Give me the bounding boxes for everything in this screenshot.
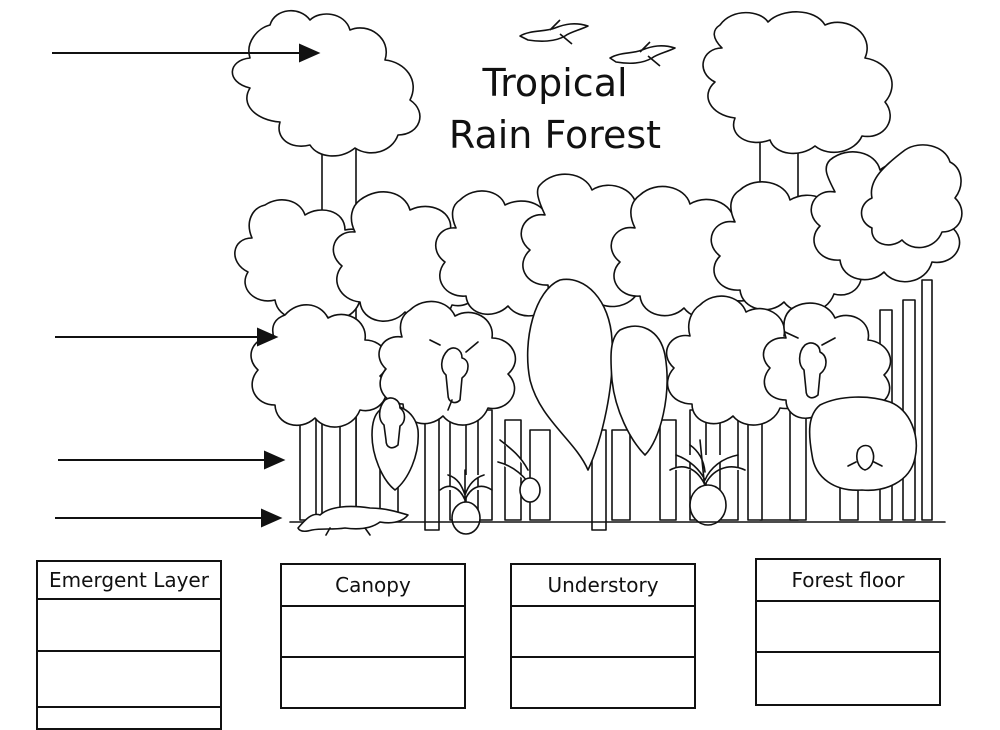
answer-cell[interactable] — [38, 708, 220, 728]
answer-cell[interactable] — [282, 658, 464, 707]
frog-icon — [847, 444, 883, 471]
answer-cell[interactable] — [282, 607, 464, 658]
canopy-label: Canopy — [282, 565, 464, 607]
answer-cell[interactable] — [512, 607, 694, 658]
emergent-layer-box: Emergent Layer — [36, 560, 222, 730]
monkey-icon — [378, 331, 836, 449]
answer-cell[interactable] — [38, 652, 220, 708]
layer-arrows — [52, 43, 321, 528]
understory-box: Understory — [510, 563, 696, 709]
forest-floor-label: Forest floor — [757, 560, 939, 602]
emergent-tree-right — [702, 11, 893, 155]
diagram-title-line1: Tropical — [482, 61, 628, 105]
arrow-right-icon — [55, 327, 279, 347]
bird-icon — [519, 19, 676, 67]
answer-cell[interactable] — [38, 600, 220, 652]
answer-cell[interactable] — [757, 602, 939, 653]
bromeliad-icon — [439, 439, 746, 535]
emergent-tree-left — [231, 10, 421, 157]
diagram-title-line2: Rain Forest — [448, 113, 662, 157]
canopy-crowns — [234, 144, 963, 324]
answer-cell[interactable] — [757, 653, 939, 704]
arrow-right-icon — [55, 508, 283, 528]
arrow-right-icon — [58, 450, 286, 470]
forest-floor-box: Forest floor — [755, 558, 941, 706]
canopy-box: Canopy — [280, 563, 466, 709]
answer-cell[interactable] — [512, 658, 694, 707]
emergent-layer-label: Emergent Layer — [38, 562, 220, 600]
lizard-icon — [297, 505, 409, 536]
arrow-right-icon — [52, 43, 321, 63]
understory-label: Understory — [512, 565, 694, 607]
